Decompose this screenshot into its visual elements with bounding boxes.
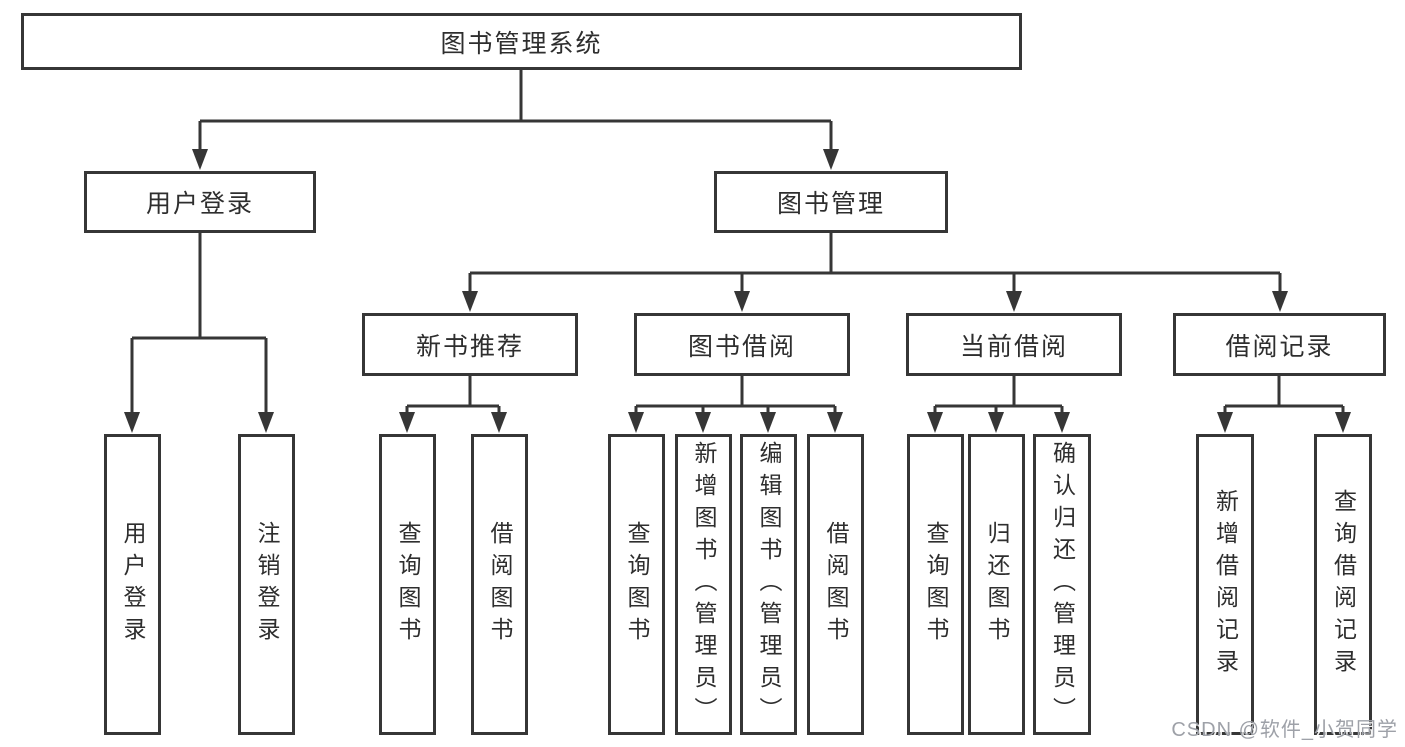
leaf-edit-book-admin: 编辑图书（管理员） bbox=[740, 434, 797, 735]
arrowhead-icons bbox=[124, 149, 1351, 433]
leaf-borrow-books-recommend: 借阅图书 bbox=[471, 434, 528, 735]
node-current-borrow: 当前借阅 bbox=[906, 313, 1122, 376]
leaf-confirm-return-admin: 确认归还（管理员） bbox=[1033, 434, 1091, 735]
leaf-borrow-books: 借阅图书 bbox=[807, 434, 864, 735]
leaf-logout: 注销登录 bbox=[238, 434, 295, 735]
node-root-system: 图书管理系统 bbox=[21, 13, 1022, 70]
leaf-return-book: 归还图书 bbox=[968, 434, 1025, 735]
leaf-query-borrow-record: 查询借阅记录 bbox=[1314, 434, 1372, 735]
node-user-login: 用户登录 bbox=[84, 171, 316, 233]
leaf-add-borrow-record: 新增借阅记录 bbox=[1196, 434, 1254, 735]
node-new-book-recommend: 新书推荐 bbox=[362, 313, 578, 376]
node-book-borrow: 图书借阅 bbox=[634, 313, 850, 376]
watermark-text: CSDN @软件_小贺同学 bbox=[1171, 719, 1398, 741]
leaf-query-books-recommend: 查询图书 bbox=[379, 434, 436, 735]
leaf-query-books-current: 查询图书 bbox=[907, 434, 964, 735]
leaf-user-login: 用户登录 bbox=[104, 434, 161, 735]
node-book-management: 图书管理 bbox=[714, 171, 948, 233]
leaf-add-book-admin: 新增图书（管理员） bbox=[675, 434, 732, 735]
node-borrow-records: 借阅记录 bbox=[1173, 313, 1386, 376]
leaf-query-books-borrow: 查询图书 bbox=[608, 434, 665, 735]
